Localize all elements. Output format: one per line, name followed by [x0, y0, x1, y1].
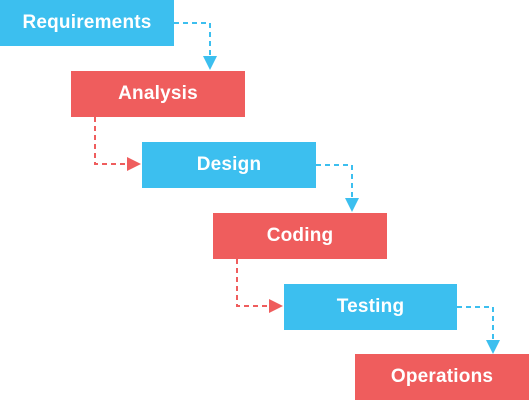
- connector-coding-testing: [236, 259, 283, 313]
- step-coding: Coding: [213, 213, 387, 259]
- arrowhead-icon: [127, 157, 141, 171]
- arrowhead-icon: [345, 198, 359, 212]
- connector-requirements-analysis: [174, 22, 217, 70]
- step-design: Design: [142, 142, 316, 188]
- arrowhead-icon: [269, 299, 283, 313]
- step-testing: Testing: [284, 284, 457, 330]
- step-requirements: Requirements: [0, 0, 174, 46]
- step-analysis: Analysis: [71, 71, 245, 117]
- connector-design-coding: [316, 164, 359, 212]
- connector-testing-operations: [457, 306, 500, 354]
- step-operations: Operations: [355, 354, 529, 400]
- arrowhead-icon: [203, 56, 217, 70]
- arrowhead-icon: [486, 340, 500, 354]
- connector-analysis-design: [94, 117, 141, 171]
